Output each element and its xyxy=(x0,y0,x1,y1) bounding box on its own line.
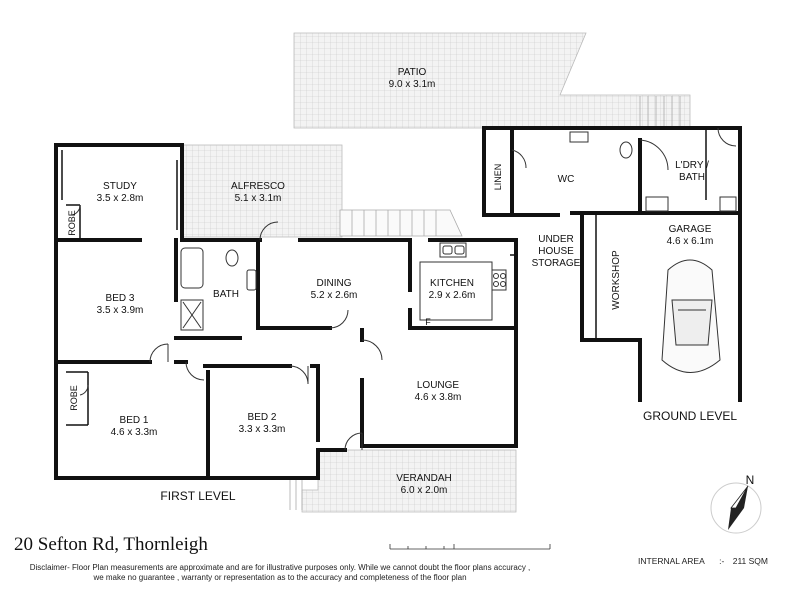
car-icon xyxy=(661,259,721,373)
patio-label: PATIO xyxy=(398,67,427,78)
wc-label: WC xyxy=(558,174,575,185)
bed2-size: 3.3 x 3.3m xyxy=(239,424,286,435)
internal-area-value: 211 SQM xyxy=(732,556,768,566)
bed3-label: BED 3 xyxy=(106,293,135,304)
internal-area-label: INTERNAL AREA xyxy=(638,556,705,566)
patio-stairs xyxy=(639,96,681,128)
kitchen-label: KITCHEN xyxy=(430,278,474,289)
scale-bar xyxy=(389,544,551,550)
compass-north: N xyxy=(746,473,755,487)
dining-label: DINING xyxy=(317,278,352,289)
study-size: 3.5 x 2.8m xyxy=(97,193,144,204)
bed2-label: BED 2 xyxy=(248,412,277,423)
internal-area: INTERNAL AREA :- 211 SQM xyxy=(638,556,768,566)
alfresco-area xyxy=(181,144,343,238)
alfresco-label: ALFRESCO xyxy=(231,181,285,192)
under-house-1: UNDER xyxy=(538,234,574,245)
fridge-label: F xyxy=(425,317,431,327)
ground-level-label: GROUND LEVEL xyxy=(643,409,737,423)
patio-area xyxy=(293,32,691,129)
kitchen-fixtures xyxy=(419,242,507,321)
garage-size: 4.6 x 6.1m xyxy=(667,236,714,247)
ldry-label-1: L'DRY / xyxy=(675,160,709,171)
bed1-label: BED 1 xyxy=(120,415,149,426)
disclaimer-line-1: Disclaimer- Floor Plan measurements are … xyxy=(29,563,531,572)
robe2-label: ROBE xyxy=(69,385,79,411)
verandah-label: VERANDAH xyxy=(396,473,452,484)
linen-label: LINEN xyxy=(493,164,503,191)
lounge-label: LOUNGE xyxy=(417,380,460,391)
first-level-thin-walls xyxy=(61,150,516,426)
disclaimer: Disclaimer- Floor Plan measurements are … xyxy=(0,563,560,583)
alfresco-stairs xyxy=(339,209,463,237)
robe1-label: ROBE xyxy=(67,210,77,236)
bath-label: BATH xyxy=(213,289,239,300)
garage-label: GARAGE xyxy=(669,224,712,235)
ground-level-walls xyxy=(482,126,742,402)
patio-size: 9.0 x 3.1m xyxy=(389,79,436,90)
verandah-size: 6.0 x 2.0m xyxy=(401,485,448,496)
room-labels: PATIO 9.0 x 3.1m STUDY 3.5 x 2.8m ALFRES… xyxy=(97,67,738,503)
first-level-label: FIRST LEVEL xyxy=(160,489,235,503)
ground-level-thin-walls xyxy=(595,128,707,338)
compass-icon: N xyxy=(710,473,762,534)
internal-area-sep: :- xyxy=(719,556,725,566)
entry-stairs xyxy=(289,480,303,510)
dining-size: 5.2 x 2.6m xyxy=(311,290,358,301)
under-house-3: STORAGE xyxy=(532,258,581,269)
verandah-area xyxy=(301,449,517,513)
bath-fixtures xyxy=(180,247,257,331)
workshop-label: WORKSHOP xyxy=(611,250,622,310)
doors xyxy=(71,204,383,451)
alfresco-size: 5.1 x 3.1m xyxy=(235,193,282,204)
ldry-label-2: BATH xyxy=(679,172,705,183)
ground-fixtures xyxy=(511,127,737,212)
bed1-size: 4.6 x 3.3m xyxy=(111,427,158,438)
kitchen-size: 2.9 x 2.6m xyxy=(429,290,476,301)
lounge-size: 4.6 x 3.8m xyxy=(415,392,462,403)
under-house-2: HOUSE xyxy=(538,246,574,257)
study-label: STUDY xyxy=(103,181,137,192)
first-level-walls xyxy=(54,143,518,480)
property-address: 20 Sefton Rd, Thornleigh xyxy=(14,534,208,555)
disclaimer-line-2: we make no guarantee , warranty or repre… xyxy=(93,573,467,582)
bed3-size: 3.5 x 3.9m xyxy=(97,305,144,316)
